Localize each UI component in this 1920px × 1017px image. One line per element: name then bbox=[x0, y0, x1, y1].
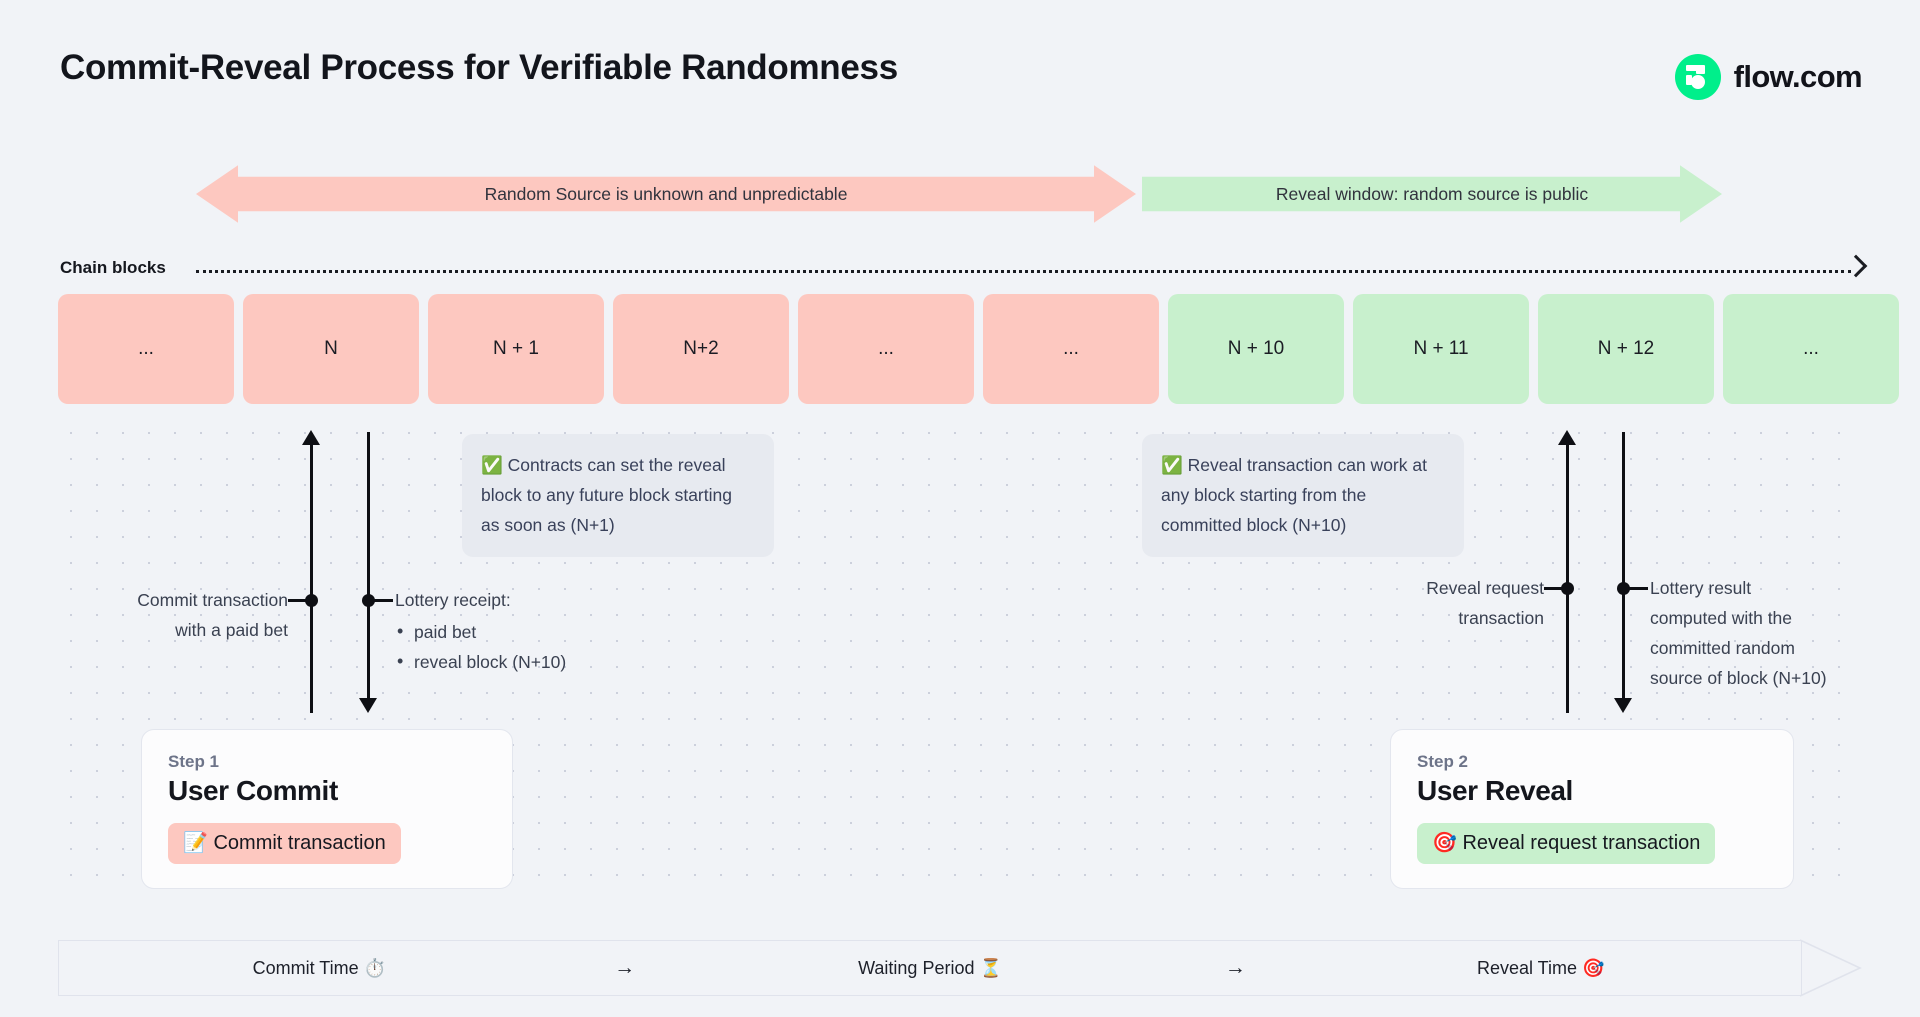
arrow-up-icon bbox=[1558, 430, 1576, 445]
timeline-phase-reveal: Reveal Time 🎯 bbox=[1476, 957, 1605, 978]
chain-block[interactable]: N + 12 bbox=[1538, 294, 1714, 404]
arrow-up-icon bbox=[302, 430, 320, 445]
banner-unknown-label: Random Source is unknown and unpredictab… bbox=[484, 183, 848, 204]
step-2-title: User Reveal bbox=[1417, 775, 1573, 806]
timeline-phase-commit: Commit Time ⏱️ bbox=[252, 957, 387, 978]
commit-transaction-annotation: Commit transaction with a paid bet bbox=[137, 590, 288, 640]
receipt-connector-line bbox=[367, 432, 370, 700]
timeline-arrow-tip-icon bbox=[1800, 939, 1862, 997]
banner-reveal-phase: Reveal window: random source is public bbox=[1142, 158, 1722, 230]
brand-name: flow.com bbox=[1733, 59, 1863, 94]
contracts-callout: ✅ Contracts can set the reveal block to … bbox=[462, 434, 774, 557]
commit-connector-stub bbox=[288, 599, 308, 602]
step-1-label: Step 1 bbox=[168, 752, 220, 771]
check-mark-button-emoji: ✅ bbox=[481, 455, 503, 475]
chain-block[interactable]: N+2 bbox=[613, 294, 789, 404]
commit-transaction-chip-label: Commit transaction bbox=[213, 832, 386, 854]
result-connector-line bbox=[1622, 432, 1625, 700]
memo-emoji: 📝 bbox=[183, 832, 208, 854]
direct-hit-emoji: 🎯 bbox=[1432, 832, 1457, 854]
chain-block[interactable]: ... bbox=[1723, 294, 1899, 404]
reveal-callout-text: Reveal transaction can work at any block… bbox=[1161, 455, 1427, 535]
arrow-right-icon: → bbox=[1224, 956, 1246, 979]
commit-connector-line bbox=[310, 443, 313, 713]
reveal-connector-node bbox=[1561, 582, 1574, 595]
chevron-right-icon bbox=[1844, 254, 1868, 278]
chain-block[interactable]: N + 11 bbox=[1353, 294, 1529, 404]
step-2-card[interactable]: Step 2 User Reveal 🎯 Reveal request tran… bbox=[1390, 729, 1794, 889]
chain-axis-line bbox=[196, 270, 1851, 273]
phase-banner-row: Random Source is unknown and unpredictab… bbox=[0, 158, 1920, 230]
receipt-connector-node bbox=[362, 594, 375, 607]
brand-logo: flow.com bbox=[1674, 54, 1863, 100]
chain-block[interactable]: ... bbox=[798, 294, 974, 404]
flow-logo-icon bbox=[1674, 54, 1721, 100]
chain-block[interactable]: N + 1 bbox=[428, 294, 604, 404]
page-title: Commit-Reveal Process for Verifiable Ran… bbox=[60, 48, 898, 87]
check-mark-button-emoji: ✅ bbox=[1161, 455, 1183, 475]
commit-connector-node bbox=[305, 594, 318, 607]
arrow-right-icon: → bbox=[614, 956, 636, 979]
lottery-result-annotation: Lottery result computed with the committ… bbox=[1650, 578, 1827, 688]
chain-blocks-row: ... N N + 1 N+2 ... ... N + 10 N + 11 N … bbox=[58, 294, 1899, 404]
result-connector-stub bbox=[1628, 587, 1648, 590]
chain-block[interactable]: ... bbox=[58, 294, 234, 404]
list-item: reveal block (N+10) bbox=[395, 646, 695, 677]
contracts-callout-text: Contracts can set the reveal block to an… bbox=[481, 455, 732, 535]
receipt-connector-stub bbox=[373, 599, 393, 602]
lottery-receipt-annotation: Lottery receipt: paid bet reveal block (… bbox=[395, 585, 695, 677]
banner-unknown-phase: Random Source is unknown and unpredictab… bbox=[196, 158, 1136, 230]
chain-block[interactable]: ... bbox=[983, 294, 1159, 404]
chain-block[interactable]: N bbox=[243, 294, 419, 404]
step-1-title: User Commit bbox=[168, 775, 338, 806]
commit-transaction-chip[interactable]: 📝 Commit transaction bbox=[168, 823, 401, 864]
chain-block[interactable]: N + 10 bbox=[1168, 294, 1344, 404]
reveal-request-chip-label: Reveal request transaction bbox=[1462, 832, 1701, 854]
chain-blocks-label: Chain blocks bbox=[60, 258, 166, 277]
result-connector-node bbox=[1617, 582, 1630, 595]
step-1-card[interactable]: Step 1 User Commit 📝 Commit transaction bbox=[141, 729, 513, 889]
reveal-connector-stub bbox=[1544, 587, 1564, 590]
timeline-ribbon: Commit Time ⏱️ → Waiting Period ⏳ → Reve… bbox=[58, 939, 1862, 997]
reveal-request-annotation: Reveal request transaction bbox=[1426, 578, 1544, 628]
list-item: paid bet bbox=[395, 616, 695, 647]
arrow-down-icon bbox=[359, 698, 377, 713]
arrow-down-icon bbox=[1614, 698, 1632, 713]
step-2-label: Step 2 bbox=[1417, 752, 1469, 771]
reveal-callout: ✅ Reveal transaction can work at any blo… bbox=[1142, 434, 1464, 557]
reveal-request-chip[interactable]: 🎯 Reveal request transaction bbox=[1417, 823, 1716, 864]
banner-reveal-label: Reveal window: random source is public bbox=[1275, 183, 1589, 204]
reveal-connector-line bbox=[1566, 443, 1569, 713]
timeline-phase-waiting: Waiting Period ⏳ bbox=[858, 957, 1002, 978]
